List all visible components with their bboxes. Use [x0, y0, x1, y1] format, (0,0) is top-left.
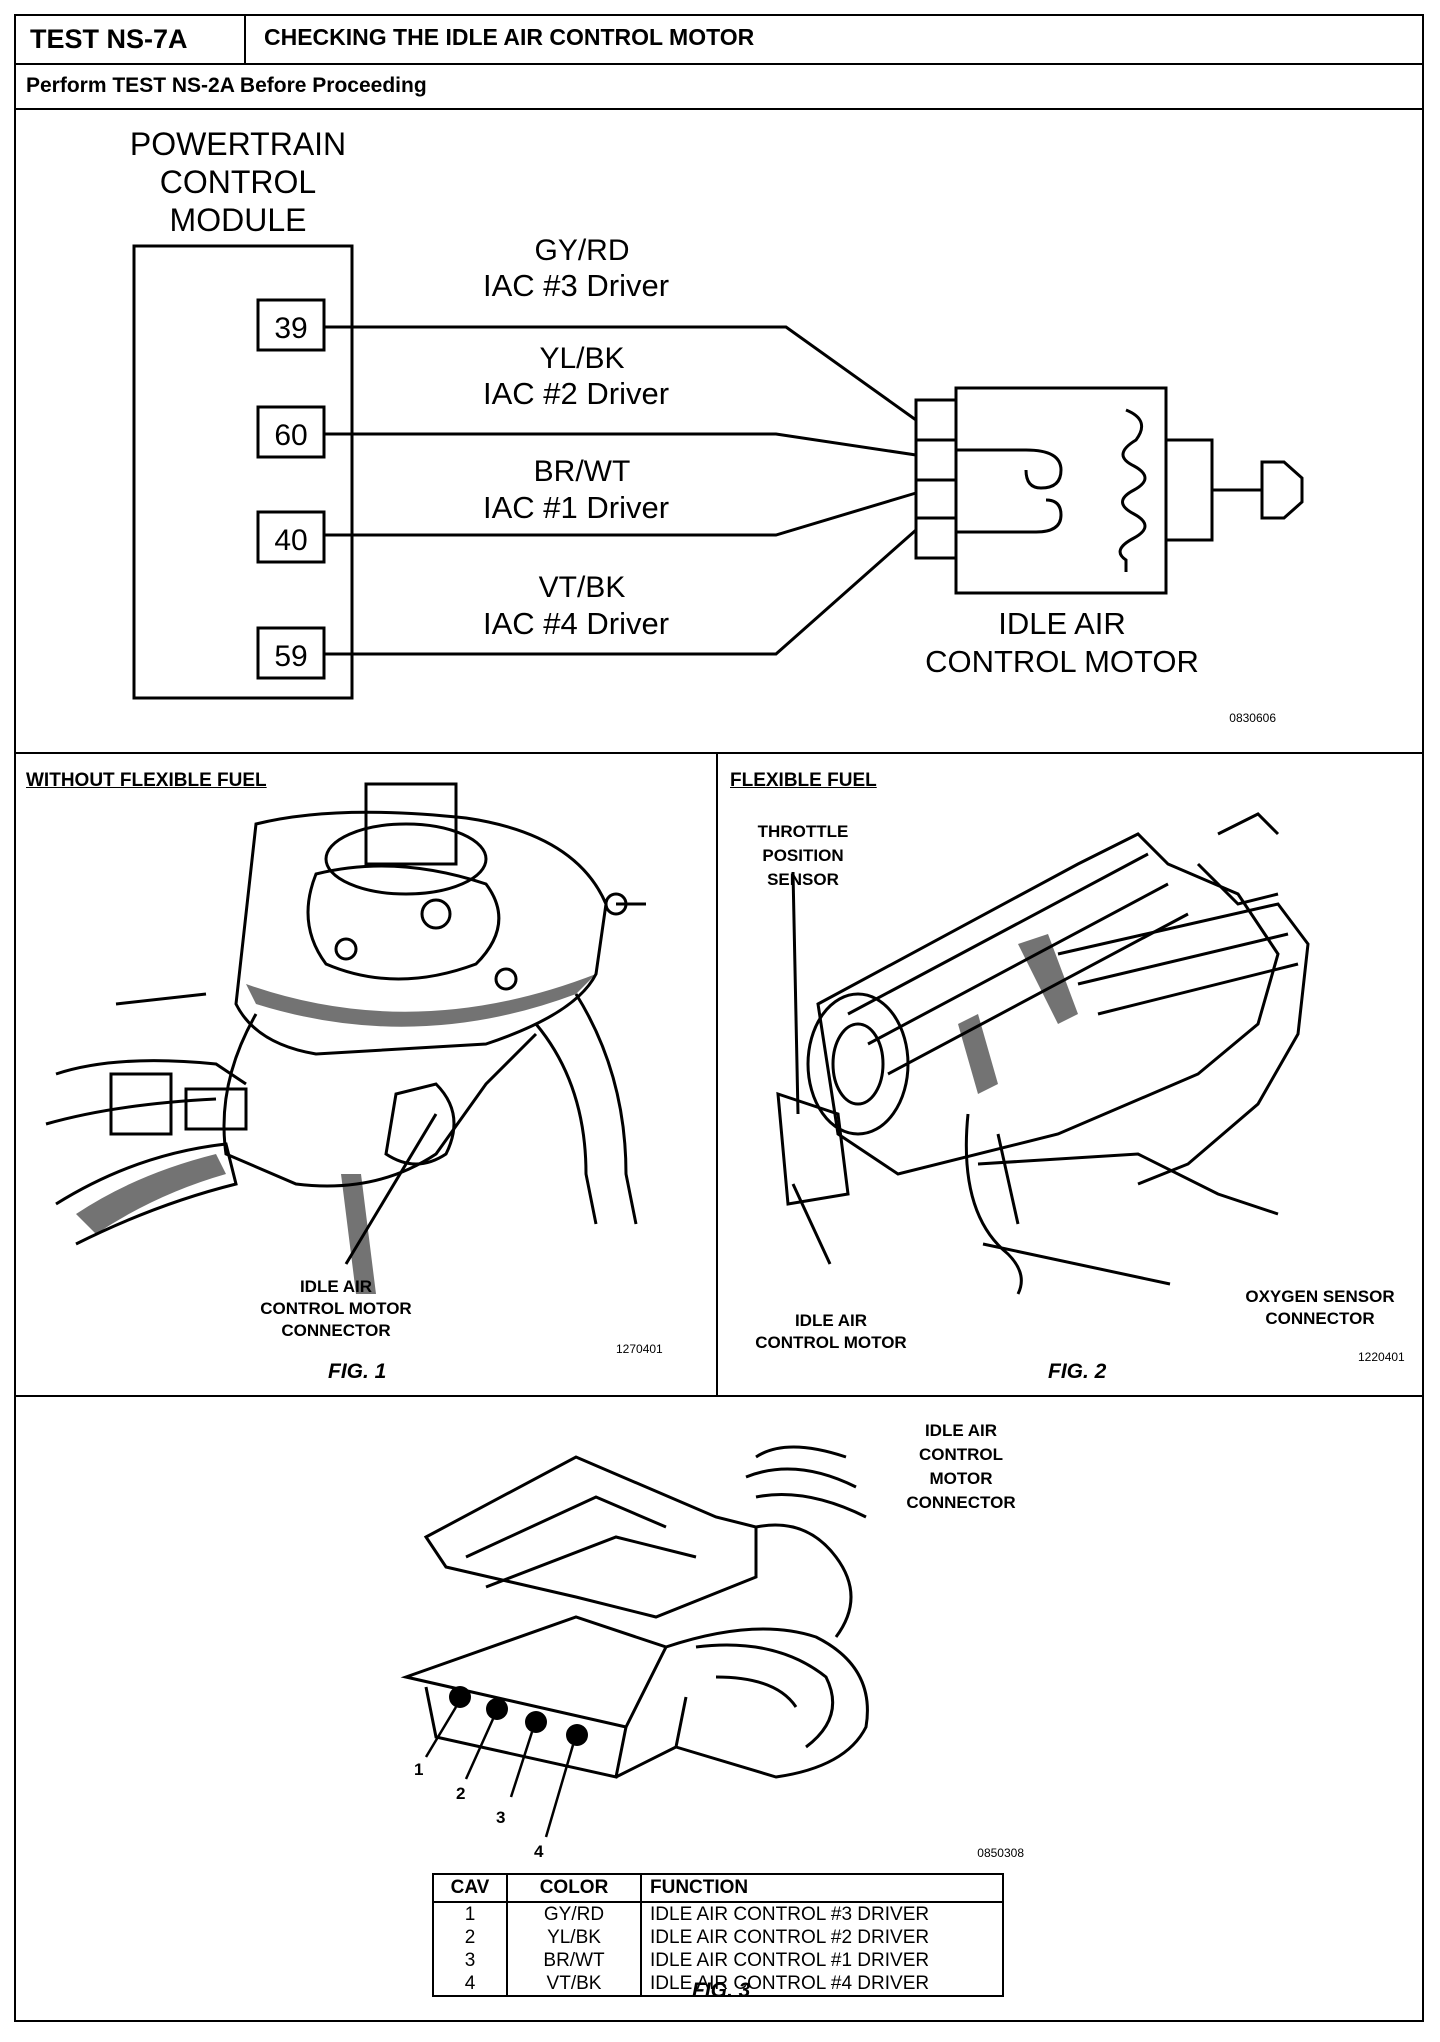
wire-function-label: IAC #4 Driver — [483, 606, 669, 641]
fig2-heading: FLEXIBLE FUEL — [730, 770, 877, 791]
fig3-connector-callout: IDLE AIR CONTROL MOTOR CONNECTOR — [886, 1419, 1036, 1515]
fig3-caption: FIG. 3 — [692, 1979, 751, 2002]
fig2-iac-callout: IDLE AIR CONTROL MOTOR — [746, 1310, 916, 1354]
cell-function: IDLE AIR CONTROL #3 DRIVER — [640, 1902, 1004, 1926]
fig1-callout-line2: CONTROL MOTOR — [260, 1299, 412, 1318]
fig2-tps-callout: THROTTLE POSITION SENSOR — [728, 820, 878, 892]
pin-box-59: 59 — [256, 626, 326, 680]
wire-function-label: IAC #2 Driver — [483, 376, 669, 411]
fig2-o2-line1: OXYGEN SENSOR — [1245, 1287, 1395, 1306]
pin-number-1: 1 — [414, 1760, 423, 1779]
wire-color-label: VT/BK — [539, 571, 626, 604]
table-header-row: CAV COLOR FUNCTION — [432, 1873, 1004, 1903]
cell-cav: 2 — [432, 1926, 508, 1949]
wire-yl-bk — [324, 432, 917, 457]
wire-gy-rd — [324, 325, 917, 422]
cell-cav: 3 — [432, 1949, 508, 1972]
schematic-diagram: POWERTRAIN CONTROL MODULE 39 60 40 59 — [130, 126, 1304, 725]
fig1-callout: IDLE AIR CONTROL MOTOR CONNECTOR — [216, 1276, 456, 1342]
fig2-tps-line1: THROTTLE — [757, 822, 849, 841]
pin-box-39: 39 — [256, 298, 326, 352]
cavity-table: CAV COLOR FUNCTION 1 GY/RD IDLE AIR CONT… — [432, 1873, 1004, 1997]
fig1-illustration — [45, 782, 646, 1294]
fig3-callout-line3: MOTOR — [929, 1469, 993, 1488]
iac-motor-symbol — [914, 386, 1304, 595]
motor-label-line1: IDLE AIR — [998, 606, 1126, 641]
figures-section: WITHOUT FLEXIBLE FUEL — [16, 754, 1422, 1397]
cell-color: YL/BK — [506, 1926, 642, 1949]
pin-label: 40 — [274, 524, 307, 557]
wire-color-label: YL/BK — [539, 342, 624, 375]
fig1-callout-line3: CONNECTOR — [281, 1321, 391, 1340]
table-row: 1 GY/RD IDLE AIR CONTROL #3 DRIVER — [432, 1902, 1004, 1926]
fig3-code: 0850308 — [977, 1846, 1024, 1860]
fig3-section: IDLE AIR CONTROL MOTOR CONNECTOR — [16, 1397, 1422, 2022]
wire-harness — [324, 325, 917, 656]
fig2-caption: FIG. 2 — [1048, 1360, 1107, 1383]
cell-color: VT/BK — [506, 1972, 642, 1997]
fig3-callout-line2: CONTROL — [918, 1445, 1004, 1464]
cell-color: BR/WT — [506, 1949, 642, 1972]
pin-box-60: 60 — [256, 405, 326, 459]
table-row: 4 VT/BK IDLE AIR CONTROL #4 DRIVER — [432, 1972, 1004, 1997]
wire-function-label: IAC #3 Driver — [483, 268, 669, 303]
wire-vt-bk — [324, 528, 917, 656]
fig2-tps-line2: POSITION — [762, 846, 844, 865]
fig3-callout-line1: IDLE AIR — [924, 1421, 998, 1440]
col-header-cav: CAV — [432, 1873, 508, 1903]
pin-label: 39 — [274, 312, 307, 345]
cell-function: IDLE AIR CONTROL #1 DRIVER — [640, 1949, 1004, 1972]
module-label-line3: MODULE — [170, 202, 307, 238]
fig2-tps-line3: SENSOR — [767, 870, 839, 889]
col-header-color: COLOR — [506, 1873, 642, 1903]
fig1-code: 1270401 — [616, 1342, 663, 1356]
subheader: Perform TEST NS-2A Before Proceeding — [16, 65, 1422, 110]
table-row: 2 YL/BK IDLE AIR CONTROL #2 DRIVER — [432, 1926, 1004, 1949]
fig2-iac-line1: IDLE AIR — [794, 1311, 868, 1330]
pcm-box — [132, 244, 354, 700]
header-bar: TEST NS-7A CHECKING THE IDLE AIR CONTROL… — [16, 16, 1422, 65]
wire-color-label: BR/WT — [534, 455, 631, 488]
fig1-panel: WITHOUT FLEXIBLE FUEL — [16, 754, 718, 1395]
cell-cav: 1 — [432, 1902, 508, 1926]
schematic-section: POWERTRAIN CONTROL MODULE 39 60 40 59 — [16, 110, 1422, 754]
fig1-caption: FIG. 1 — [328, 1360, 387, 1383]
pin-box-40: 40 — [256, 510, 326, 564]
cell-function: IDLE AIR CONTROL #2 DRIVER — [640, 1926, 1004, 1949]
pin-number-3: 3 — [496, 1808, 505, 1827]
cell-function: IDLE AIR CONTROL #4 DRIVER — [640, 1972, 1004, 1997]
fig2-o2-callout: OXYGEN SENSOR CONNECTOR — [1220, 1286, 1420, 1330]
col-header-function: FUNCTION — [640, 1873, 1004, 1903]
fig3-callout-line4: CONNECTOR — [906, 1493, 1016, 1512]
fig3-illustration: 1 2 3 4 0850308 — [400, 1445, 1024, 1861]
pin-number-4: 4 — [534, 1842, 544, 1861]
test-title: CHECKING THE IDLE AIR CONTROL MOTOR — [264, 24, 755, 50]
wire-function-label: IAC #1 Driver — [483, 490, 669, 525]
test-number: TEST NS-7A — [16, 16, 246, 63]
fig2-code: 1220401 — [1358, 1350, 1405, 1364]
cell-cav: 4 — [432, 1972, 508, 1997]
motor-label-line2: CONTROL MOTOR — [925, 644, 1199, 679]
module-label-line1: POWERTRAIN — [130, 126, 346, 162]
wire-color-label: GY/RD — [534, 234, 629, 267]
pin-number-2: 2 — [456, 1784, 465, 1803]
module-label-line2: CONTROL — [160, 164, 316, 200]
fig2-iac-line2: CONTROL MOTOR — [755, 1333, 907, 1352]
fig1-callout-line1: IDLE AIR — [299, 1277, 373, 1296]
fig1-heading: WITHOUT FLEXIBLE FUEL — [26, 770, 267, 791]
page-frame: TEST NS-7A CHECKING THE IDLE AIR CONTROL… — [14, 14, 1424, 2022]
cell-color: GY/RD — [506, 1902, 642, 1926]
fig2-panel: FLEXIBLE FUEL THROTTLE POSITION SENSOR — [718, 754, 1422, 1395]
table-row: 3 BR/WT IDLE AIR CONTROL #1 DRIVER — [432, 1949, 1004, 1972]
fig2-o2-line2: CONNECTOR — [1265, 1309, 1375, 1328]
pin-label: 60 — [274, 419, 307, 452]
pin-label: 59 — [274, 640, 307, 673]
wire-br-wt — [324, 491, 917, 537]
schematic-code: 0830606 — [1229, 711, 1276, 725]
fig2-illustration — [776, 812, 1310, 1295]
